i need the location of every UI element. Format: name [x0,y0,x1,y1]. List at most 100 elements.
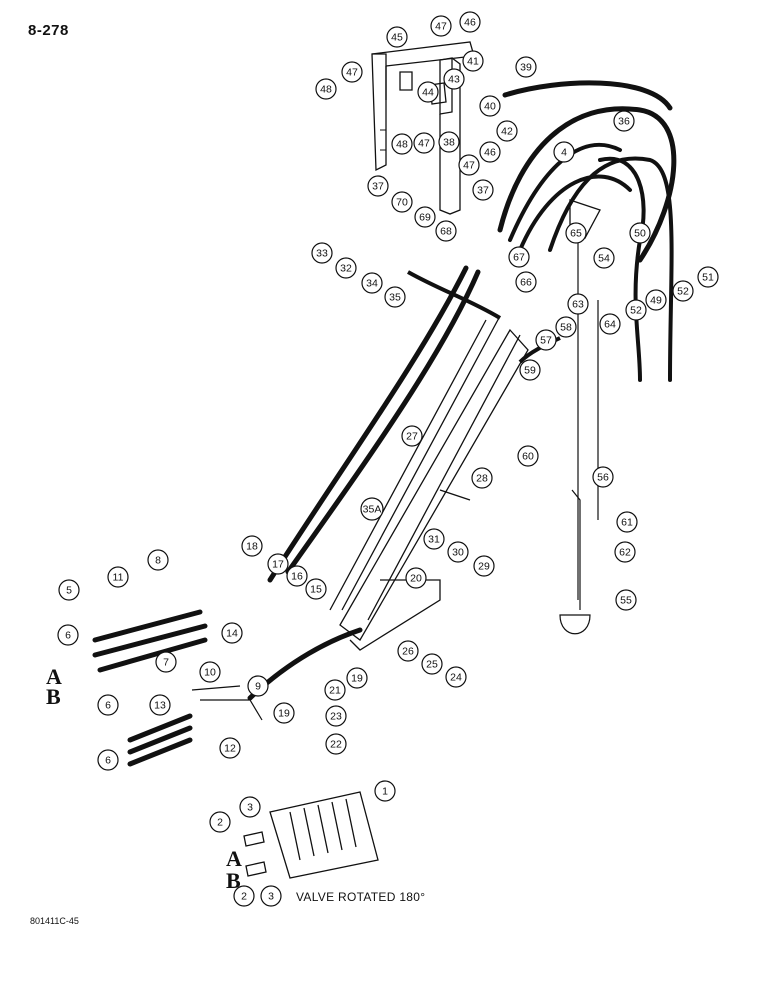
svg-text:27: 27 [406,431,418,443]
callout-2-1: 2 [233,885,255,907]
svg-text:6: 6 [65,630,71,642]
svg-text:47: 47 [463,160,475,172]
svg-text:25: 25 [426,659,438,671]
callout-17: 17 [267,553,289,575]
reference-code: 801411C-45 [30,916,79,926]
svg-text:70: 70 [396,197,408,209]
callout-40: 40 [479,95,501,117]
callout-39: 39 [515,56,537,78]
svg-text:50: 50 [634,228,646,240]
svg-text:17: 17 [272,559,284,571]
callout-29: 29 [473,555,495,577]
callout-37: 37 [367,175,389,197]
svg-text:2: 2 [241,891,247,903]
callout-57: 57 [535,329,557,351]
port-letter-a-upper: A [46,664,62,689]
svg-text:6: 6 [105,755,111,767]
callout-5: 5 [58,579,80,601]
callout-62: 62 [614,541,636,563]
svg-text:39: 39 [520,62,532,74]
svg-text:45: 45 [391,32,403,44]
svg-text:19: 19 [351,673,363,685]
callout-68: 68 [435,220,457,242]
callout-9: 9 [247,675,269,697]
svg-text:9: 9 [255,681,261,693]
callout-67: 67 [508,246,530,268]
svg-text:64: 64 [604,319,616,331]
svg-text:4: 4 [561,147,567,159]
callout-41: 41 [462,50,484,72]
callout-37-1: 37 [472,179,494,201]
svg-text:20: 20 [410,573,422,585]
callout-35a: 35A [360,497,384,521]
callout-36: 36 [613,110,635,132]
callout-46-1: 46 [479,141,501,163]
tube-lines [191,240,599,721]
svg-text:35A: 35A [363,504,382,516]
svg-text:28: 28 [476,473,488,485]
callout-6: 6 [57,624,79,646]
callout-10: 10 [199,661,221,683]
svg-text:60: 60 [522,451,534,463]
svg-text:29: 29 [478,561,490,573]
svg-text:54: 54 [598,253,610,265]
callout-38: 38 [438,131,460,153]
svg-text:52: 52 [630,305,642,317]
svg-text:47: 47 [346,67,358,79]
svg-text:37: 37 [372,181,384,193]
port-letter-b-lower: B [226,868,241,893]
svg-text:10: 10 [204,667,216,679]
svg-text:62: 62 [619,547,631,559]
callout-61: 61 [616,511,638,533]
svg-text:33: 33 [316,248,328,260]
callout-32: 32 [335,257,357,279]
svg-text:34: 34 [366,278,378,290]
svg-text:55: 55 [620,595,632,607]
callout-30: 30 [447,541,469,563]
callout-58: 58 [555,316,577,338]
callout-7: 7 [155,651,177,673]
callout-16: 16 [286,565,308,587]
svg-text:63: 63 [572,299,584,311]
svg-text:61: 61 [621,517,633,529]
svg-text:57: 57 [540,335,552,347]
callout-3-1: 3 [260,885,282,907]
hydraulic-hoses [92,80,677,767]
svg-text:69: 69 [419,212,431,224]
callout-43: 43 [443,68,465,90]
port-letter-a-lower: A [226,846,242,871]
callout-23: 23 [325,705,347,727]
svg-text:59: 59 [524,365,536,377]
callout-6-1: 6 [97,694,119,716]
callout-15: 15 [305,578,327,600]
svg-text:16: 16 [291,571,303,583]
callout-2: 2 [209,811,231,833]
svg-text:23: 23 [330,711,342,723]
callout-47-3: 47 [458,154,480,176]
callout-25: 25 [421,653,443,675]
callout-50: 50 [629,222,651,244]
svg-text:36: 36 [618,116,630,128]
callout-51: 51 [697,266,719,288]
svg-text:26: 26 [402,646,414,658]
svg-text:3: 3 [268,891,274,903]
callout-65: 65 [565,222,587,244]
svg-text:46: 46 [464,17,476,29]
callout-49: 49 [645,289,667,311]
callout-48: 48 [315,78,337,100]
svg-text:3: 3 [247,802,253,814]
svg-text:24: 24 [450,672,462,684]
svg-text:48: 48 [396,139,408,151]
callout-28: 28 [471,467,493,489]
callout-47-2: 47 [413,132,435,154]
svg-text:12: 12 [224,743,236,755]
svg-text:56: 56 [597,472,609,484]
svg-text:1: 1 [382,786,388,798]
svg-text:49: 49 [650,295,662,307]
callout-19-1: 19 [273,702,295,724]
callout-55: 55 [615,589,637,611]
callout-6-2: 6 [97,749,119,771]
svg-text:22: 22 [330,739,342,751]
callout-26: 26 [397,640,419,662]
